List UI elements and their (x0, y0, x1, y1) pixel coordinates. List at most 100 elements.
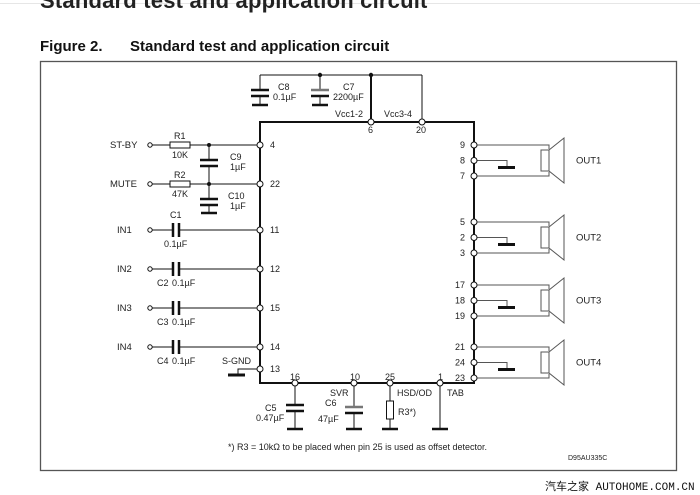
r3-name: R3*) (398, 407, 416, 417)
in2-label: IN2 (117, 264, 132, 275)
pin-16-number: 16 (290, 372, 300, 382)
vcc34-label: Vcc3-4 (384, 109, 412, 119)
r2-name: R2 (174, 170, 186, 180)
speaker-icon (548, 136, 565, 185)
r3-resistor (386, 400, 394, 420)
pin-14-number: 14 (270, 342, 280, 352)
pin-16 (291, 379, 299, 387)
vcc12-label: Vcc1-2 (335, 109, 363, 119)
pin-9 (470, 141, 478, 149)
drawing-code: D95AU335C (568, 455, 607, 462)
r2-resistor (169, 180, 191, 188)
terminal (147, 266, 153, 272)
pin-10-number: 10 (350, 372, 360, 382)
output-label: OUT4 (576, 358, 601, 369)
terminal (147, 142, 153, 148)
c5-name: C5 (265, 403, 277, 413)
pin-1 (436, 379, 444, 387)
wire (477, 362, 508, 369)
figure-number: Figure 2. (40, 38, 103, 55)
pin-20-number: 20 (416, 125, 426, 135)
wire (477, 160, 508, 167)
left-inputs: ST-BY R1 10K C9 1µF 4 MUTE R2 47 (110, 131, 280, 377)
c8-value: 0.1µF (273, 92, 297, 102)
pin-19 (470, 312, 478, 320)
speaker-magnet (540, 351, 550, 374)
pin-23 (470, 374, 478, 382)
wire (477, 374, 550, 379)
terminal (147, 305, 153, 311)
pin-14 (256, 343, 264, 351)
standby-input: ST-BY R1 10K C9 1µF 4 (110, 131, 275, 184)
pin-2-number: 2 (460, 233, 465, 243)
terminal (147, 227, 153, 233)
c5-value: 0.47µF (256, 413, 285, 423)
c10-name: C10 (228, 191, 245, 201)
pin-13-number: 13 (270, 364, 280, 374)
watermark: 汽车之家 AUTOHOME.COM.CN (545, 482, 695, 494)
pin-10 (350, 379, 358, 387)
svr-label: SVR (330, 388, 349, 398)
in1-label: IN1 (117, 225, 132, 236)
c6-value: 47µF (318, 414, 339, 424)
wire (477, 346, 550, 351)
pin-25 (386, 379, 394, 387)
speaker-icon (548, 213, 565, 262)
pin-21 (470, 343, 478, 351)
pin-8 (470, 157, 478, 164)
wire (477, 284, 550, 289)
pin-4 (256, 141, 264, 149)
pin-3 (470, 249, 478, 257)
pin-18-number: 18 (455, 296, 465, 306)
wire (477, 312, 550, 317)
pin-5-number: 5 (460, 217, 465, 227)
c4-value: 0.1µF (172, 356, 196, 366)
c4-name: C4 (157, 356, 169, 366)
pin-23-number: 23 (455, 373, 465, 383)
pin-1-number: 1 (438, 372, 443, 382)
figure-title: Standard test and application circuit (130, 38, 390, 55)
mute-label: MUTE (110, 179, 137, 190)
pin-15-number: 15 (270, 303, 280, 313)
wire (477, 172, 550, 177)
wire (477, 237, 508, 244)
pin-22 (256, 180, 264, 188)
in3-input: IN3 C3 0.1µF 15 (117, 301, 280, 327)
amplifier-ic-body (259, 121, 475, 384)
c8-name: C8 (278, 82, 290, 92)
in3-label: IN3 (117, 303, 132, 314)
c3-value: 0.1µF (172, 317, 196, 327)
figure-frame (39, 60, 678, 472)
c2-name: C2 (157, 278, 169, 288)
pin-12-number: 12 (270, 264, 280, 274)
c2-value: 0.1µF (172, 278, 196, 288)
pin-24-number: 24 (455, 358, 465, 368)
speaker-icon (548, 276, 565, 325)
pin-9-number: 9 (460, 140, 465, 150)
pin-24 (470, 359, 478, 366)
output-label: OUT3 (576, 296, 601, 307)
top-rule (0, 3, 700, 4)
pin-17 (470, 281, 478, 289)
c1-value: 0.1µF (164, 239, 188, 249)
sgnd-label: S-GND (222, 356, 252, 366)
r1-resistor (169, 141, 191, 149)
wire (477, 221, 550, 226)
terminal (147, 181, 153, 187)
pin-7 (470, 172, 478, 180)
in2-input: IN2 C2 0.1µF 12 (117, 262, 280, 288)
pin-2 (470, 234, 478, 241)
wire (477, 300, 508, 307)
c7-name: C7 (343, 82, 355, 92)
in4-label: IN4 (117, 342, 132, 353)
section-title: Standard test and application circuit (40, 0, 428, 13)
wire (237, 368, 257, 374)
in4-input: IN4 C4 0.1µF 14 (117, 340, 280, 366)
pin-5 (470, 218, 478, 226)
pin-13 (256, 365, 264, 373)
c10-value: 1µF (230, 201, 246, 211)
pin-15 (256, 304, 264, 312)
r1-name: R1 (174, 131, 186, 141)
